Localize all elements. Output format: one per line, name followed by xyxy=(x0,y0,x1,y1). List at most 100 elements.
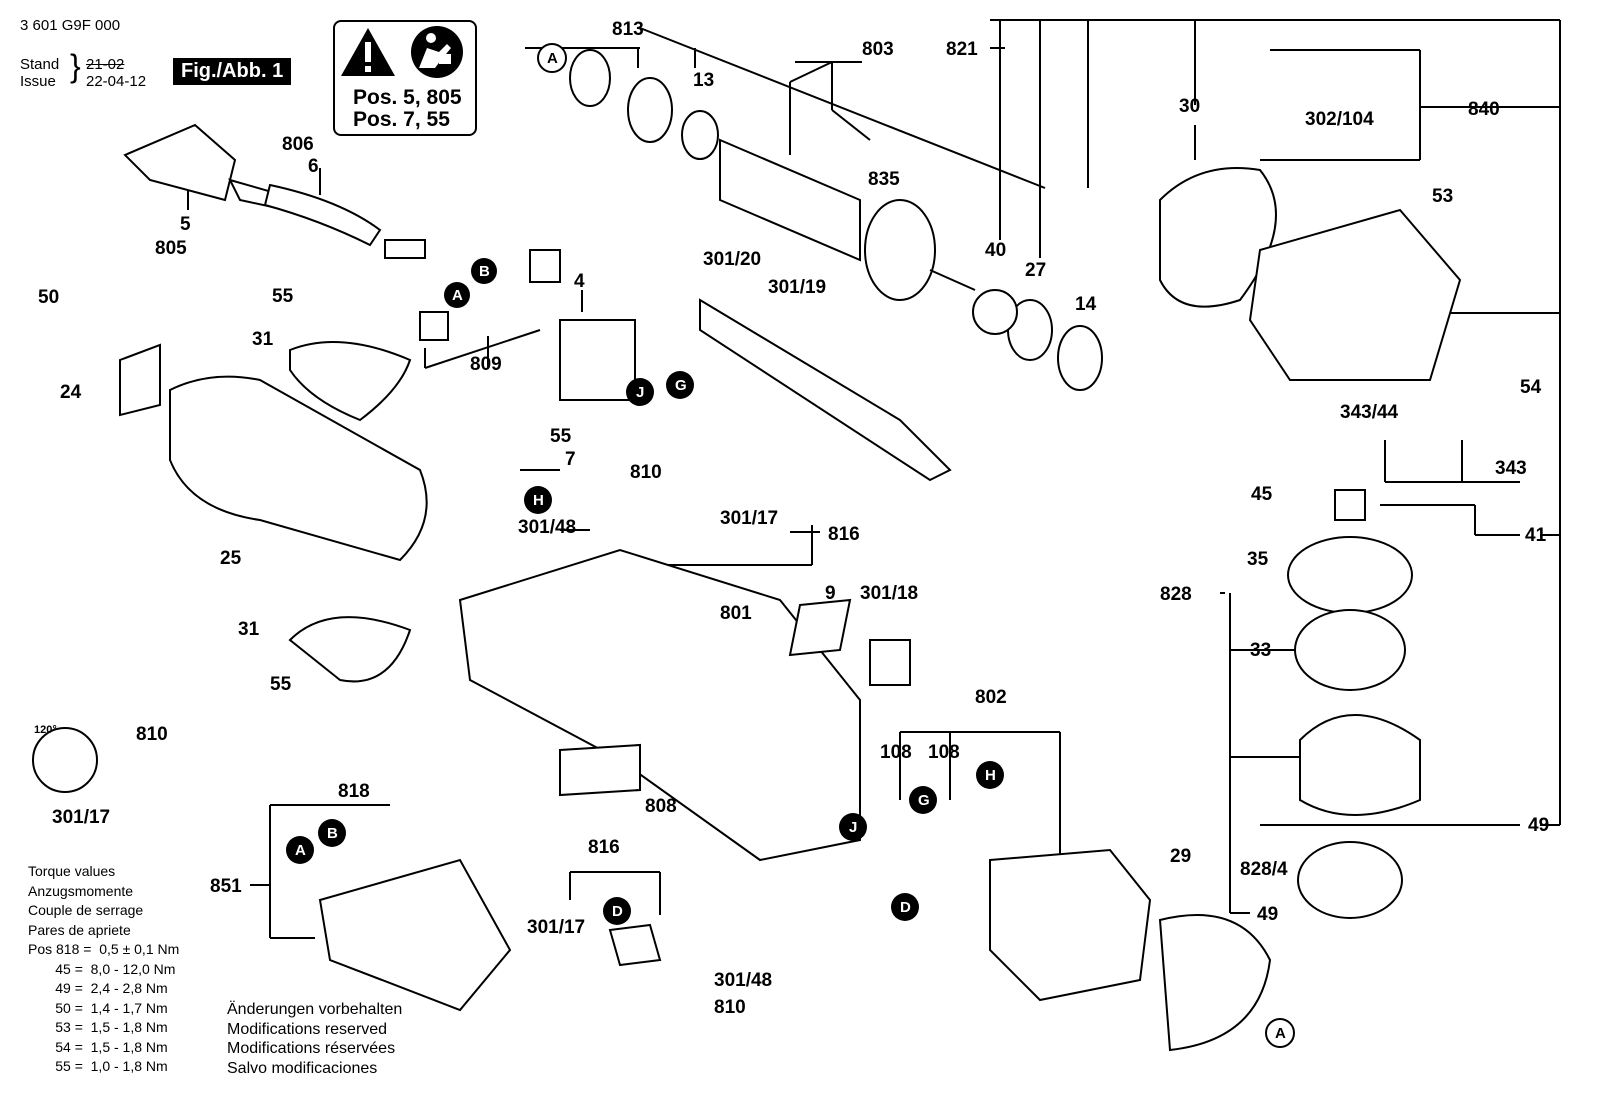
callout-840: 840 xyxy=(1468,99,1500,120)
svg-text:B: B xyxy=(327,825,338,842)
modifications-en: Modifications reserved xyxy=(227,1020,388,1038)
callout-41: 41 xyxy=(1525,525,1547,546)
warning-line-1: Pos. 5, 805 xyxy=(353,86,462,109)
label-808 xyxy=(559,743,641,797)
stand-label: Stand xyxy=(20,56,60,73)
callout-7: 7 xyxy=(565,449,576,470)
callout-55-bottom: 55 xyxy=(270,674,292,695)
callout-31-bottom: 31 xyxy=(238,619,260,640)
callout-108-b: 108 xyxy=(928,742,960,763)
torque-row: 50 = 1,4 - 1,7 Nm xyxy=(28,999,168,1016)
brush-spring-301-17 xyxy=(32,727,98,793)
callout-301-20: 301/20 xyxy=(703,249,761,270)
callout-9: 9 xyxy=(825,583,836,604)
torque-values: Torque values Anzugsmomente Couple de se… xyxy=(28,862,179,1077)
fan-guide-29 xyxy=(1158,914,1272,1052)
warning-icons xyxy=(341,26,463,78)
power-plug xyxy=(123,123,237,202)
circlip-40 xyxy=(972,289,1018,335)
callout-6: 6 xyxy=(308,156,319,177)
bearing-13 xyxy=(681,110,719,160)
callout-810-top: 810 xyxy=(630,462,662,483)
fan xyxy=(864,199,936,301)
callout-27: 27 xyxy=(1025,260,1046,281)
marker-G-top: G xyxy=(666,371,694,399)
callout-45: 45 xyxy=(1251,484,1273,505)
callout-343: 343 xyxy=(1495,458,1527,479)
warning-box: Pos. 5, 805 Pos. 7, 55 xyxy=(333,20,477,136)
sleeve-41 xyxy=(1334,489,1366,521)
o-ring-33 xyxy=(1294,609,1406,691)
svg-text:A: A xyxy=(1275,1025,1286,1042)
marker-G-stator: G xyxy=(909,786,937,814)
svg-text:H: H xyxy=(533,492,544,509)
callout-851: 851 xyxy=(210,876,242,897)
torque-row: 54 = 1,5 - 1,8 Nm xyxy=(28,1038,168,1055)
rear-handle-25 xyxy=(169,375,428,562)
callout-49-bottom: 49 xyxy=(1257,904,1278,925)
brush-holder-2 xyxy=(419,311,449,341)
callout-301-17-left: 301/17 xyxy=(52,807,110,828)
warning-triangle-icon xyxy=(341,28,395,76)
cord-grommet xyxy=(384,239,426,259)
figure-label: Fig./Abb. 1 xyxy=(173,58,292,85)
callout-53: 53 xyxy=(1432,186,1453,207)
issue-date: 22-04-12 xyxy=(86,73,147,90)
svg-text:B: B xyxy=(479,263,490,280)
modifications-fr: Modifications réservées xyxy=(227,1040,396,1057)
callout-818: 818 xyxy=(338,781,370,802)
spring-301-20 xyxy=(699,298,952,482)
callout-24: 24 xyxy=(60,382,82,403)
part-number: 3 601 G9F 000 xyxy=(20,17,121,34)
electronics-851 xyxy=(318,858,512,1012)
svg-text:D: D xyxy=(900,899,911,916)
torque-heading-fr: Couple de serrage xyxy=(28,902,144,918)
marker-J-stator: J xyxy=(839,813,867,841)
callout-31-top: 31 xyxy=(252,329,274,350)
callout-301-19: 301/19 xyxy=(768,277,826,298)
modifications-notice: Änderungen vorbehalten Modifications res… xyxy=(227,1000,402,1078)
torque-row: 49 = 2,4 - 2,8 Nm xyxy=(28,980,168,996)
read-manual-icon xyxy=(411,26,463,78)
bearing-flange-828 xyxy=(1299,714,1421,816)
callout-806: 806 xyxy=(282,134,314,155)
brush-holder xyxy=(529,249,561,283)
svg-text:J: J xyxy=(849,819,857,836)
callout-828: 828 xyxy=(1160,584,1192,605)
modifications-es: Salvo modificaciones xyxy=(227,1059,378,1077)
callout-4: 4 xyxy=(574,271,585,292)
marker-A-bottom: A xyxy=(1265,1018,1295,1048)
cover-31-bottom xyxy=(288,616,412,683)
callout-14: 14 xyxy=(1075,294,1097,315)
svg-text:G: G xyxy=(918,792,930,809)
callout-808: 808 xyxy=(645,796,677,817)
callout-816-top: 816 xyxy=(828,524,860,545)
callout-5: 5 xyxy=(180,214,191,235)
marker-D-brush: D xyxy=(603,897,631,925)
torque-heading-es: Pares de apriete xyxy=(28,921,131,938)
switch-4 xyxy=(559,319,636,401)
callout-40: 40 xyxy=(985,240,1006,261)
callout-302-104: 302/104 xyxy=(1305,109,1374,130)
callout-828-4: 828/4 xyxy=(1240,859,1288,880)
o-ring-828-4 xyxy=(1297,841,1403,919)
clip-24 xyxy=(119,343,161,417)
stand-date: 21-02 xyxy=(86,56,125,73)
callout-labels: 813 803 821 840 13 835 30 302/104 806 6 … xyxy=(34,19,1549,1018)
callout-835: 835 xyxy=(868,169,900,190)
callout-810-left: 810 xyxy=(136,724,168,745)
torque-row: 53 = 1,5 - 1,8 Nm xyxy=(28,1019,168,1035)
bearing-14 xyxy=(1057,325,1103,391)
marker-A-base: A xyxy=(286,836,314,864)
warning-line-2: Pos. 7, 55 xyxy=(353,108,450,131)
callout-816-bottom: 816 xyxy=(588,837,620,858)
torque-row: Pos 818 = 0,5 ± 0,1 Nm xyxy=(28,941,180,957)
callout-802: 802 xyxy=(975,687,1007,708)
torque-heading-en: Torque values xyxy=(28,863,116,879)
callout-805: 805 xyxy=(155,238,187,259)
callout-55-mid: 55 xyxy=(550,426,572,447)
torque-row: 45 = 8,0 - 12,0 Nm xyxy=(28,960,176,977)
callout-55-top: 55 xyxy=(272,286,294,307)
letter-markers: A B A G J H B A H G J D D A xyxy=(286,43,1295,1048)
